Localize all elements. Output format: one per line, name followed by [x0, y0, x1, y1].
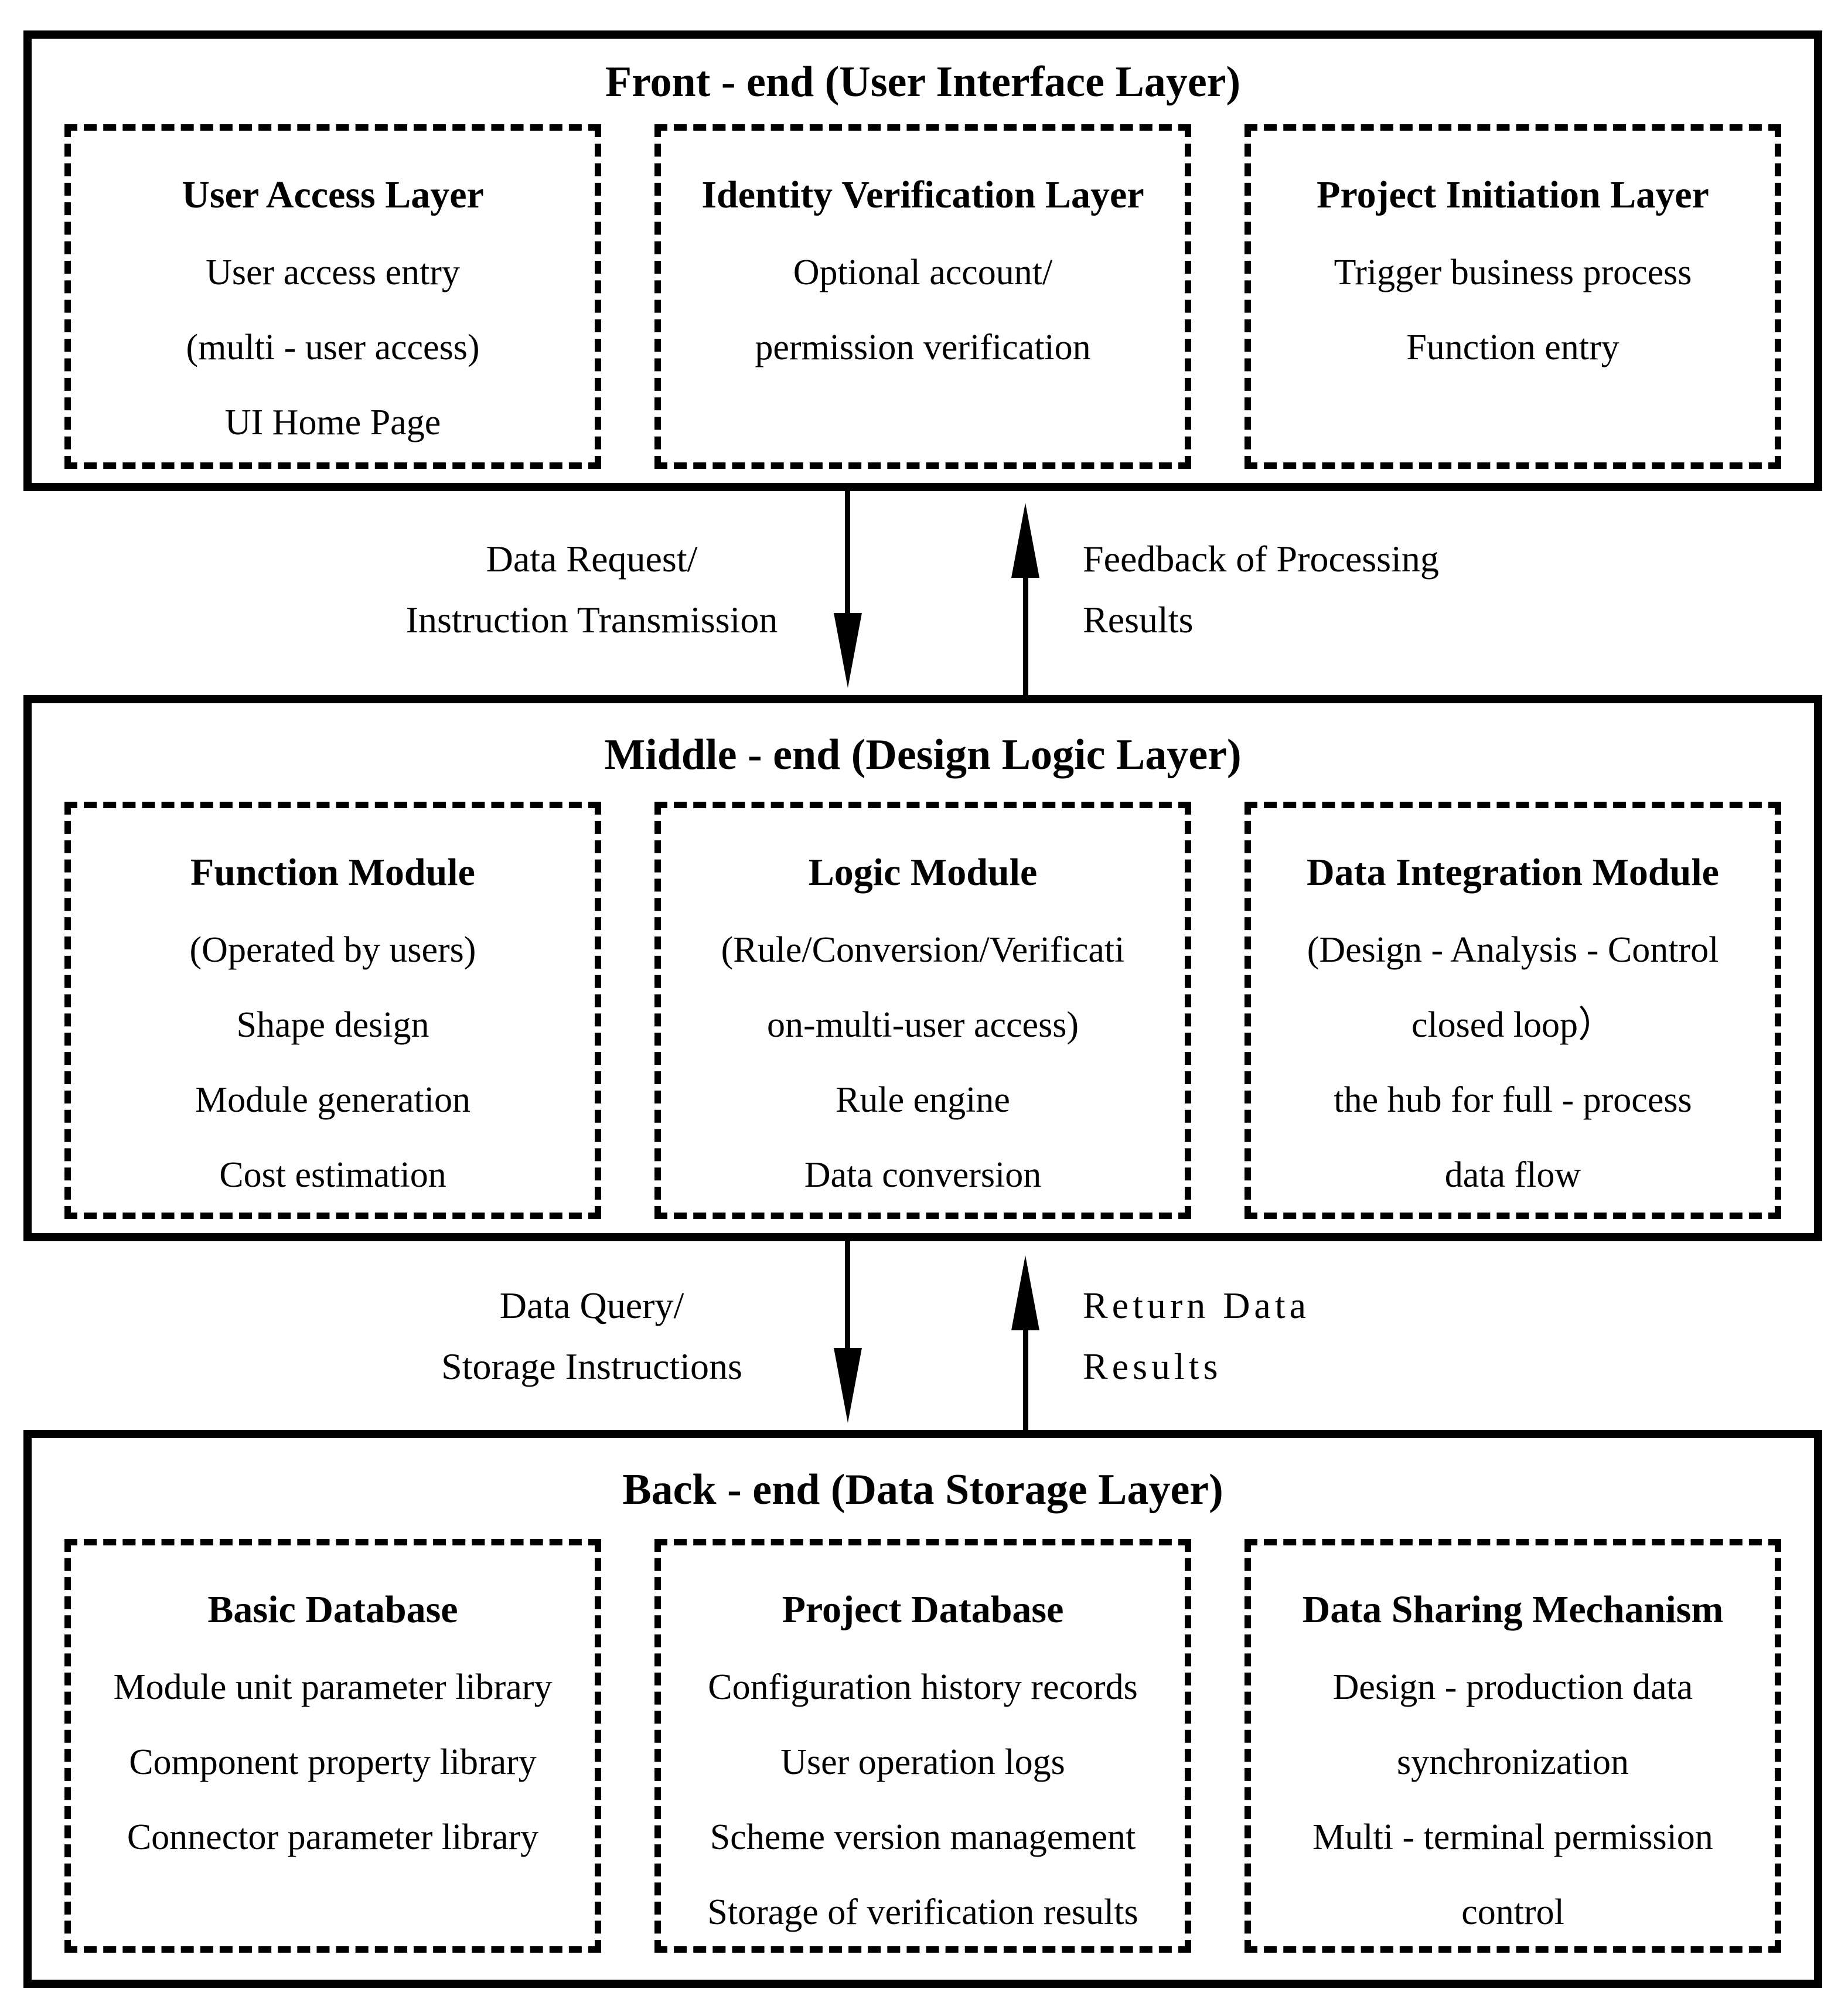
- box-line: synchronization: [1396, 1742, 1629, 1782]
- middle-end-box-row: Function Module (Operated by users) Shap…: [32, 802, 1814, 1219]
- box-line: on-multi-user access): [767, 1005, 1079, 1045]
- arrow-up-shaft: [1023, 577, 1028, 695]
- box-line: Rule engine: [836, 1080, 1010, 1120]
- box-line: Component property library: [129, 1742, 537, 1782]
- box-line: Data conversion: [804, 1155, 1042, 1195]
- box-data-integration-module: Data Integration Module (Design - Analys…: [1244, 802, 1781, 1219]
- box-line: Cost estimation: [219, 1155, 446, 1195]
- box-line: (Design - Analysis - Control: [1307, 930, 1719, 970]
- box-line: permission verification: [755, 328, 1091, 367]
- box-heading: Data Sharing Mechanism: [1302, 1588, 1724, 1631]
- connector-label-line: Data Request/: [486, 538, 698, 580]
- box-line: Function entry: [1406, 328, 1619, 367]
- box-line: Shape design: [236, 1005, 429, 1045]
- layer-title-back-end: Back - end (Data Storage Layer): [622, 1466, 1223, 1514]
- box-line: Trigger business process: [1334, 253, 1692, 292]
- box-identity-verification-layer: Identity Verification Layer Optional acc…: [654, 124, 1191, 469]
- box-logic-module: Logic Module (Rule/Conversion/Verificati…: [654, 802, 1191, 1219]
- box-line: Connector parameter library: [127, 1817, 539, 1857]
- arrow-down-shaft: [845, 491, 850, 614]
- box-line: data flow: [1444, 1155, 1581, 1195]
- box-heading: Identity Verification Layer: [701, 173, 1144, 216]
- arrow-up-icon: [1011, 503, 1039, 578]
- box-line: Scheme version management: [710, 1817, 1136, 1857]
- connector-label-feedback: Feedback of Processing Results: [1083, 529, 1439, 651]
- box-heading: Data Integration Module: [1307, 851, 1719, 894]
- box-basic-database: Basic Database Module unit parameter lib…: [64, 1539, 601, 1953]
- front-end-box-row: User Access Layer User access entry (mul…: [32, 124, 1814, 469]
- connector-label-line: Instruction Transmission: [405, 599, 778, 641]
- layer-middle-end: Middle - end (Design Logic Layer) Functi…: [23, 695, 1822, 1241]
- layer-title-front-end: Front - end (User Interface Layer): [605, 58, 1241, 106]
- box-user-access-layer: User Access Layer User access entry (mul…: [64, 124, 601, 469]
- layer-front-end: Front - end (User Interface Layer) User …: [23, 30, 1822, 491]
- box-line: UI Home Page: [224, 403, 441, 442]
- box-heading: Project Database: [782, 1588, 1064, 1631]
- box-project-initiation-layer: Project Initiation Layer Trigger busines…: [1244, 124, 1781, 469]
- connector-label-return-data: Return Data Results: [1083, 1275, 1310, 1397]
- box-line: Module generation: [195, 1080, 471, 1120]
- connector-label-line: Results: [1083, 1346, 1222, 1387]
- connector-label-line: Data Query/: [499, 1285, 684, 1326]
- box-project-database: Project Database Configuration history r…: [654, 1539, 1191, 1953]
- connector-label-line: Results: [1083, 599, 1194, 641]
- connector-label-data-query: Data Query/ Storage Instructions: [363, 1275, 820, 1397]
- box-line: Optional account/: [793, 253, 1053, 292]
- arrow-down-shaft: [845, 1241, 850, 1350]
- box-line: User operation logs: [780, 1742, 1065, 1782]
- box-line: Configuration history records: [708, 1667, 1138, 1707]
- box-data-sharing-mechanism: Data Sharing Mechanism Design - producti…: [1244, 1539, 1781, 1953]
- arrow-up-icon: [1011, 1255, 1039, 1330]
- box-function-module: Function Module (Operated by users) Shap…: [64, 802, 601, 1219]
- arrow-down-icon: [834, 613, 862, 688]
- box-line: User access entry: [206, 253, 460, 292]
- box-heading: Project Initiation Layer: [1317, 173, 1709, 216]
- layer-title-middle-end: Middle - end (Design Logic Layer): [604, 731, 1242, 779]
- arrow-down-icon: [834, 1348, 862, 1423]
- box-heading: User Access Layer: [182, 173, 484, 216]
- box-line: closed loop）: [1411, 1005, 1615, 1045]
- connector-label-data-request: Data Request/ Instruction Transmission: [363, 529, 820, 651]
- box-line: control: [1461, 1892, 1564, 1932]
- connector-label-line: Storage Instructions: [441, 1346, 742, 1387]
- connector-label-line: Return Data: [1083, 1285, 1310, 1326]
- arrow-up-shaft: [1023, 1329, 1028, 1431]
- back-end-box-row: Basic Database Module unit parameter lib…: [32, 1539, 1814, 1953]
- box-heading: Logic Module: [808, 851, 1038, 894]
- box-line: Design - production data: [1332, 1667, 1693, 1707]
- box-heading: Function Module: [190, 851, 475, 894]
- connector-label-line: Feedback of Processing: [1083, 538, 1439, 580]
- box-line: Module unit parameter library: [113, 1667, 553, 1707]
- box-line: (multi - user access): [186, 328, 480, 367]
- box-line: Multi - terminal permission: [1312, 1817, 1713, 1857]
- box-line: the hub for full - process: [1334, 1080, 1692, 1120]
- box-line: (Rule/Conversion/Verificati: [721, 930, 1125, 970]
- box-heading: Basic Database: [207, 1588, 458, 1631]
- box-line: (Operated by users): [189, 930, 476, 970]
- layer-back-end: Back - end (Data Storage Layer) Basic Da…: [23, 1430, 1822, 1988]
- box-line: Storage of verification results: [707, 1892, 1138, 1932]
